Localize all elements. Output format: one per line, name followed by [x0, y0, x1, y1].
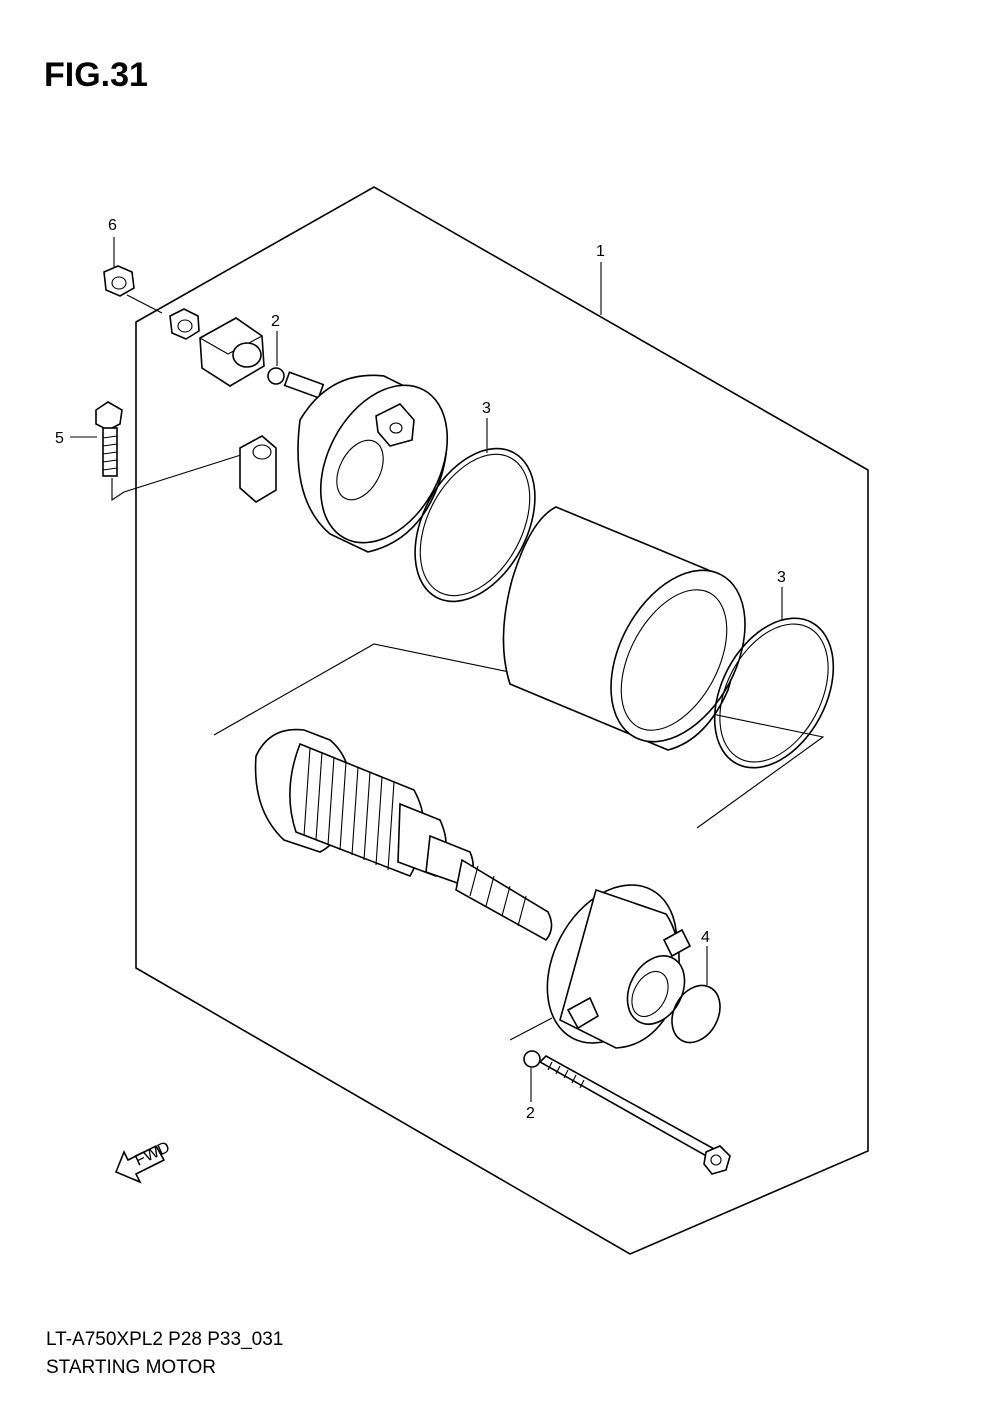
callout-4: 4 — [701, 929, 710, 946]
through-bolt-part — [538, 1055, 731, 1175]
assembly-boundary — [135, 186, 869, 1255]
rear-cover-part — [546, 884, 692, 1049]
callout-1: 1 — [596, 243, 605, 260]
gasket-ring-part-3-b — [713, 617, 835, 769]
o-ring-part-2-top — [267, 367, 285, 385]
fwd-arrow-icon: FWD — [114, 1139, 173, 1184]
flange-nut-part-6 — [103, 265, 135, 297]
figure-title: FIG.31 — [44, 56, 148, 94]
o-ring-part-2-bottom — [523, 1050, 541, 1068]
leader-lines — [70, 237, 783, 1102]
terminal-cap-part — [199, 317, 265, 387]
armature-part — [254, 728, 553, 942]
diagram-caption: STARTING MOTOR — [46, 1357, 216, 1378]
callout-2-top: 2 — [271, 313, 280, 330]
callout-3-a: 3 — [482, 400, 491, 417]
o-ring-part-4 — [671, 984, 721, 1044]
yoke-motor-case — [502, 506, 746, 751]
gasket-ring-part-3-a — [414, 447, 536, 603]
callout-2-bottom: 2 — [526, 1105, 535, 1122]
model-code: LT-A750XPL2 P28 P33_031 — [46, 1329, 284, 1350]
nut-part — [169, 308, 200, 340]
callout-5: 5 — [55, 430, 64, 447]
callout-3-b: 3 — [777, 569, 786, 586]
callout-6: 6 — [108, 217, 117, 234]
front-cover-housing — [239, 371, 449, 553]
bolt-part-5 — [95, 401, 123, 477]
